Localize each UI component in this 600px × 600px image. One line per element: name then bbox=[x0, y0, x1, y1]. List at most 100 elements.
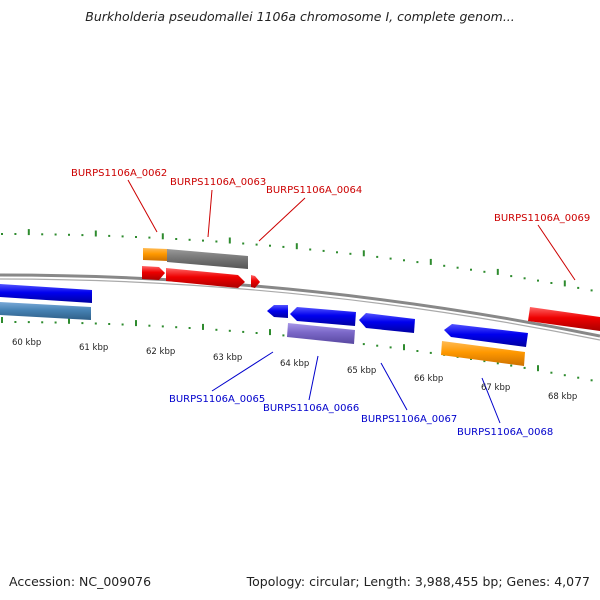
minor-tick bbox=[416, 350, 419, 352]
minor-tick bbox=[121, 235, 124, 238]
gene-label-0069[interactable]: BURPS1106A_0069 bbox=[494, 213, 590, 224]
genome-stats: Topology: circular; Length: 3,988,455 bp… bbox=[246, 574, 590, 589]
minor-tick bbox=[389, 346, 392, 349]
backbone-outer bbox=[0, 273, 600, 338]
major-tick bbox=[295, 243, 298, 250]
map-title: Burkholderia pseudomallei 1106a chromoso… bbox=[85, 9, 515, 24]
leader-0065 bbox=[211, 351, 274, 392]
label-leaders bbox=[127, 179, 576, 424]
gene-label-0065[interactable]: BURPS1106A_0065 bbox=[169, 394, 265, 405]
scale-label-63: 63 kbp bbox=[213, 353, 242, 363]
gene-label-0062[interactable]: BURPS1106A_0062 bbox=[71, 168, 167, 179]
major-tick bbox=[537, 365, 539, 372]
minor-tick bbox=[537, 279, 539, 282]
minor-tick bbox=[523, 277, 526, 280]
minor-tick bbox=[336, 251, 338, 254]
minor-tick bbox=[429, 351, 432, 354]
minor-tick bbox=[121, 323, 124, 326]
major-tick bbox=[228, 237, 231, 244]
minor-tick bbox=[563, 374, 566, 377]
minor-tick bbox=[255, 332, 258, 334]
ticks-top bbox=[1, 229, 593, 292]
major-tick bbox=[135, 320, 137, 327]
minor-tick bbox=[403, 259, 405, 262]
minor-tick bbox=[108, 323, 111, 325]
minor-tick bbox=[376, 344, 379, 347]
minor-tick bbox=[590, 379, 593, 382]
scale-label-62: 62 kbp bbox=[146, 347, 175, 357]
leader-0064 bbox=[258, 197, 306, 242]
minor-tick bbox=[1, 233, 3, 235]
gene-label-0067[interactable]: BURPS1106A_0067 bbox=[361, 414, 457, 425]
gene-label-0068[interactable]: BURPS1106A_0068 bbox=[457, 427, 553, 438]
minor-tick bbox=[550, 371, 553, 374]
gene-feature-blue-rev-1[interactable] bbox=[0, 284, 92, 303]
minor-tick bbox=[242, 330, 245, 333]
major-tick bbox=[68, 317, 70, 324]
scale-label-66: 66 kbp bbox=[414, 374, 443, 384]
gene-feature-blue-rev-4[interactable] bbox=[359, 313, 415, 333]
minor-tick bbox=[269, 244, 271, 247]
minor-tick bbox=[135, 236, 137, 238]
minor-tick bbox=[215, 240, 218, 243]
minor-tick bbox=[94, 322, 97, 325]
minor-tick bbox=[550, 282, 553, 284]
minor-tick bbox=[483, 270, 486, 273]
gene-feature-red-fwd-1[interactable] bbox=[142, 266, 165, 280]
minor-tick bbox=[470, 268, 472, 271]
minor-tick bbox=[510, 364, 513, 367]
major-tick bbox=[563, 280, 566, 287]
minor-tick bbox=[108, 234, 111, 237]
minor-tick bbox=[14, 321, 17, 323]
minor-tick bbox=[175, 238, 178, 240]
scale-label-67: 67 kbp bbox=[481, 383, 510, 393]
minor-tick bbox=[41, 321, 44, 324]
minor-tick bbox=[81, 322, 84, 325]
minor-tick bbox=[510, 275, 513, 278]
leader-0068 bbox=[481, 377, 501, 424]
minor-tick bbox=[577, 286, 580, 289]
gene-feature-blue-rev-5[interactable] bbox=[444, 324, 528, 347]
gene-feature-gray-fwd[interactable] bbox=[167, 249, 248, 269]
major-tick bbox=[269, 329, 271, 336]
minor-tick bbox=[202, 239, 204, 242]
minor-tick bbox=[54, 233, 57, 236]
major-tick bbox=[94, 230, 97, 237]
gene-label-0063[interactable]: BURPS1106A_0063 bbox=[170, 177, 266, 188]
gene-feature-steel-rev[interactable] bbox=[0, 302, 91, 320]
minor-tick bbox=[68, 233, 70, 236]
minor-tick bbox=[81, 234, 84, 237]
gene-feature-orange-rev[interactable] bbox=[441, 341, 525, 366]
minor-tick bbox=[362, 343, 365, 346]
scale-label-68: 68 kbp bbox=[548, 392, 577, 402]
minor-tick bbox=[349, 252, 352, 255]
major-tick bbox=[496, 268, 499, 275]
gene-feature-red-fwd-4[interactable] bbox=[528, 307, 600, 331]
scale-label-61: 61 kbp bbox=[79, 343, 108, 353]
scale-label-65: 65 kbp bbox=[347, 366, 376, 376]
minor-tick bbox=[228, 329, 231, 332]
leader-0069 bbox=[537, 224, 576, 281]
gene-feature-red-fwd-2[interactable] bbox=[166, 268, 245, 288]
minor-tick bbox=[282, 334, 285, 337]
accession-text: Accession: NC_009076 bbox=[9, 574, 152, 589]
gene-feature-purple-rev[interactable] bbox=[287, 323, 355, 344]
minor-tick bbox=[175, 326, 178, 329]
minor-tick bbox=[188, 238, 191, 241]
gene-label-0066[interactable]: BURPS1106A_0066 bbox=[263, 403, 359, 414]
minor-tick bbox=[577, 376, 580, 379]
gene-feature-blue-rev-3[interactable] bbox=[290, 307, 356, 326]
gene-feature-orange-fwd[interactable] bbox=[143, 248, 168, 261]
minor-tick bbox=[389, 257, 392, 260]
major-tick bbox=[362, 250, 365, 257]
gene-feature-red-fwd-3[interactable] bbox=[251, 275, 260, 288]
minor-tick bbox=[376, 255, 379, 258]
major-tick bbox=[161, 233, 164, 240]
minor-tick bbox=[282, 245, 285, 248]
gene-label-0064[interactable]: BURPS1106A_0064 bbox=[266, 185, 362, 196]
minor-tick bbox=[27, 321, 30, 324]
gene-feature-blue-rev-2[interactable] bbox=[267, 305, 288, 318]
minor-tick bbox=[456, 266, 459, 269]
forward-features bbox=[142, 248, 600, 331]
major-tick bbox=[1, 317, 3, 323]
